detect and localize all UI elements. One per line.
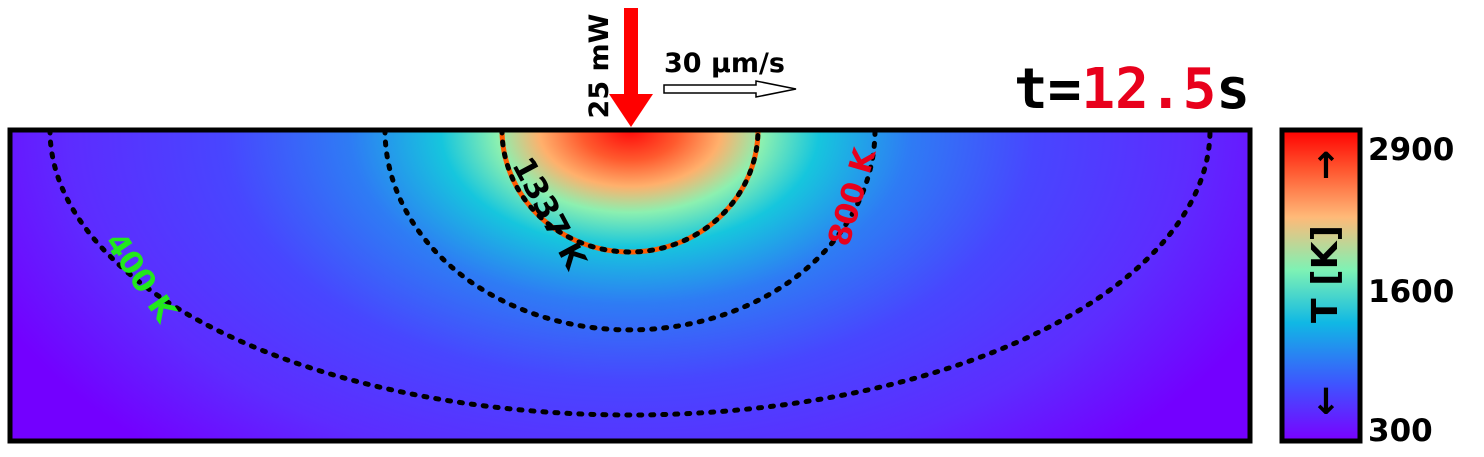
isotherm-400k xyxy=(47,130,1213,418)
colorbar-label: T [K] xyxy=(1305,225,1346,323)
time-unit: s xyxy=(1216,57,1250,122)
isotherm-800k xyxy=(382,130,878,333)
colorbar-tick-mid: 1600 xyxy=(1368,274,1454,310)
time-value: 12.5 xyxy=(1081,57,1216,122)
colorbar-down-arrow-icon: ↓ xyxy=(1311,382,1341,423)
laser-power-label: 25 mW xyxy=(584,14,615,119)
colorbar-tick-min: 300 xyxy=(1368,413,1433,449)
colorbar: T [K] ↑ ↓ 2900 1600 300 xyxy=(1279,127,1454,449)
colorbar-up-arrow-icon: ↑ xyxy=(1311,146,1341,187)
time-prefix: t= xyxy=(1014,57,1081,122)
domain-frame xyxy=(7,127,1253,444)
time-readout: t=12.5s xyxy=(1014,57,1250,122)
scan-speed-label: 30 µm/s xyxy=(664,48,785,79)
isotherm-1337k-dashes xyxy=(499,130,761,255)
scan-direction-arrow-icon xyxy=(663,80,797,98)
colorbar-tick-max: 2900 xyxy=(1368,132,1454,168)
laser-arrow-icon xyxy=(609,8,653,127)
temperature-field xyxy=(10,130,1250,441)
